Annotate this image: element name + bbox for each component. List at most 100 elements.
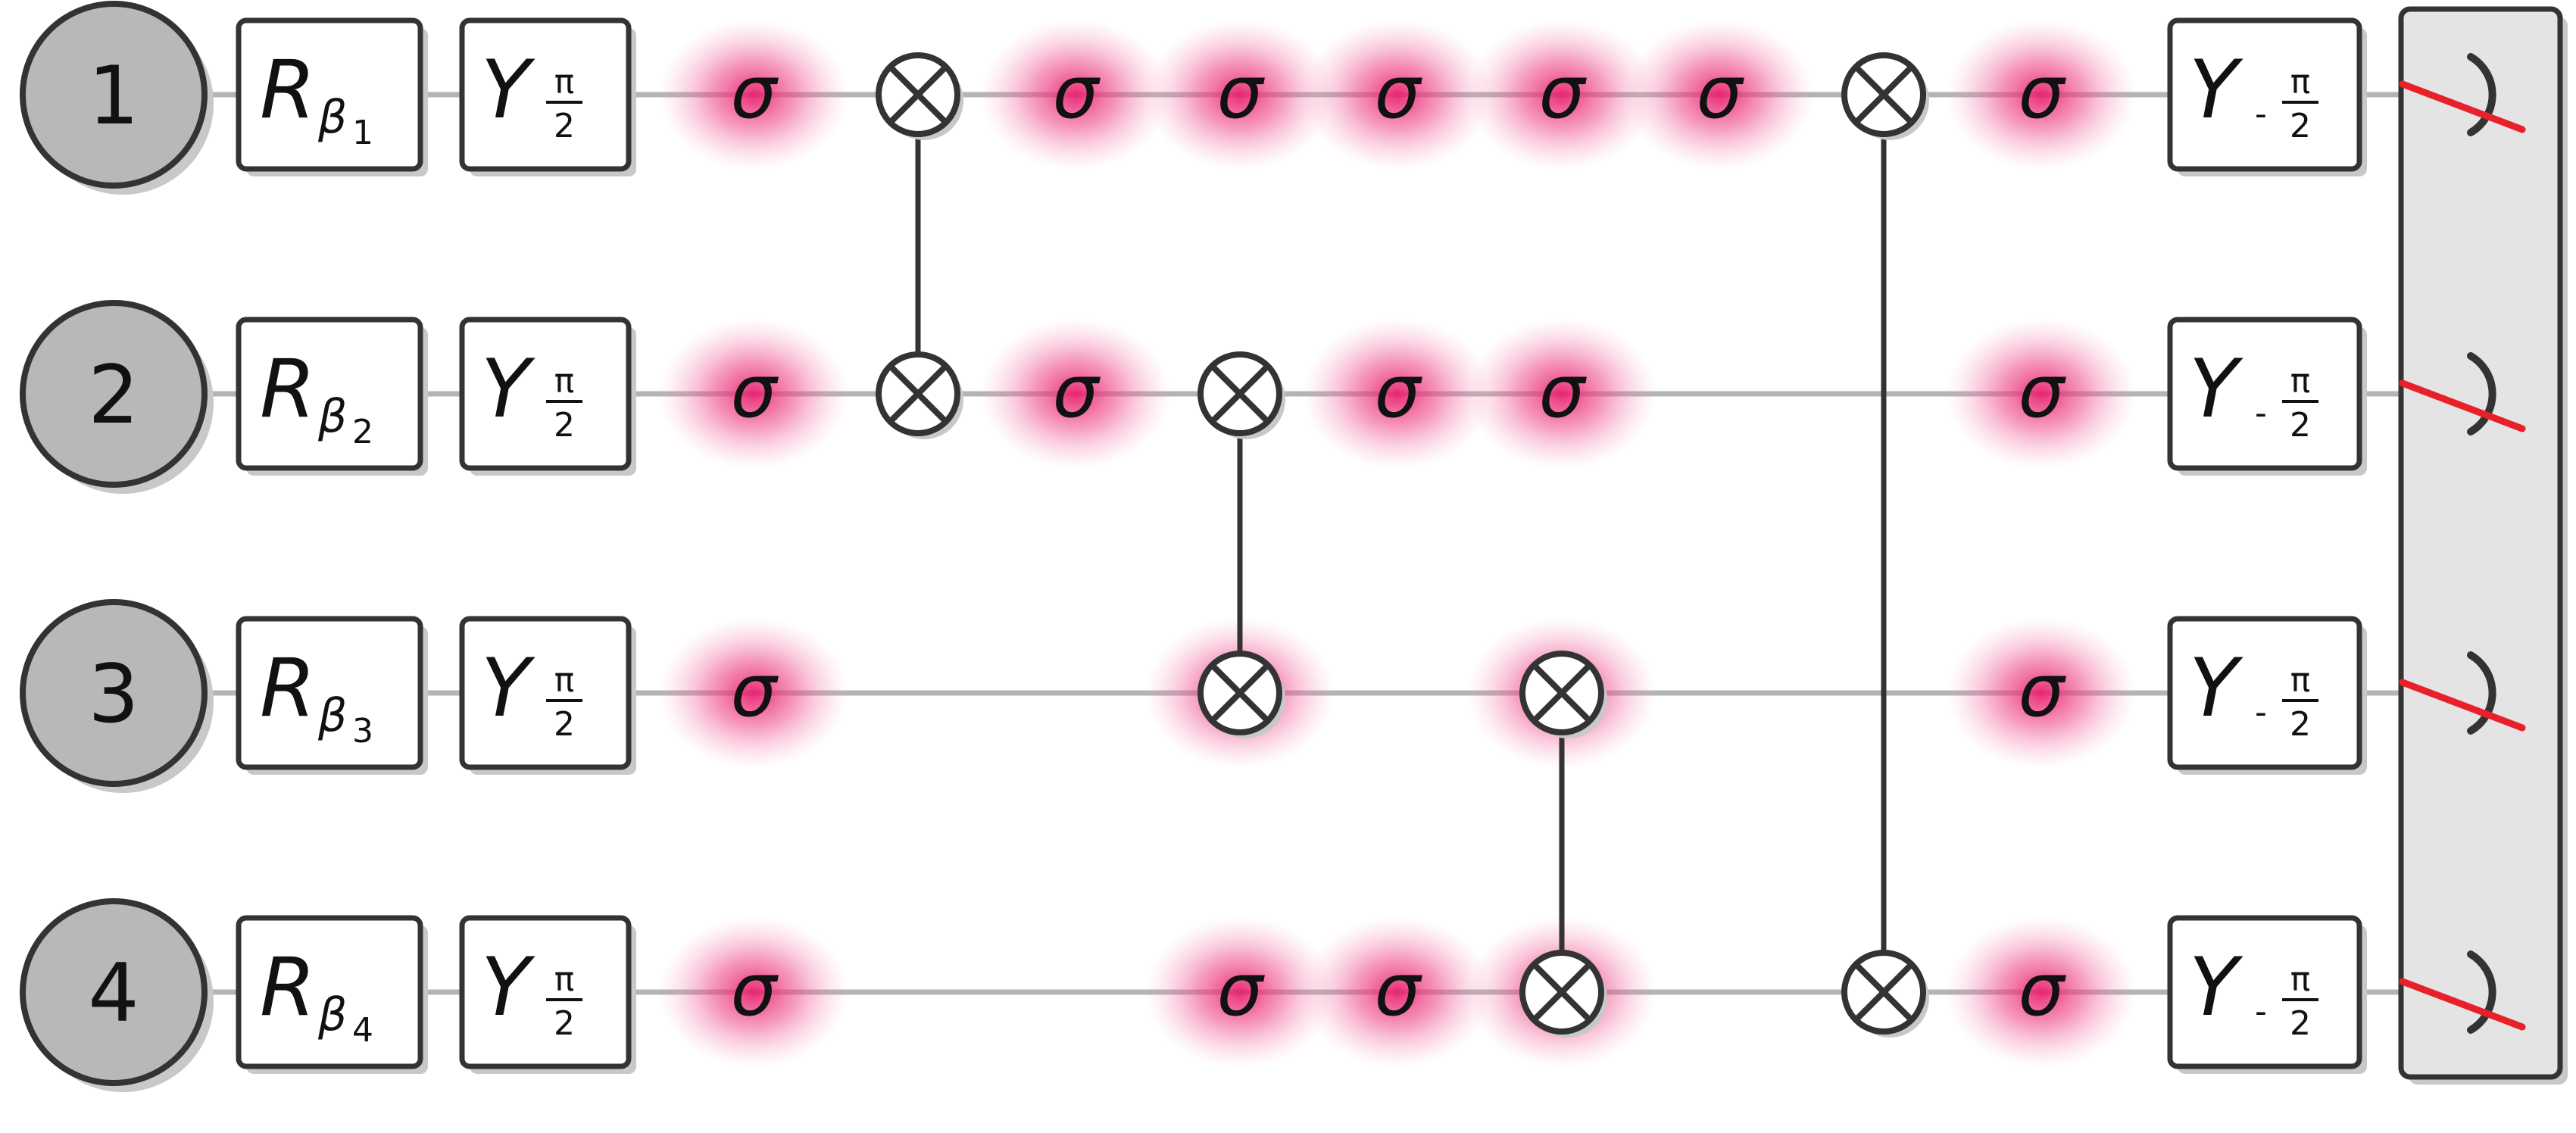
gate-box (2167, 17, 2362, 172)
detector-arc (2467, 352, 2496, 435)
fraction-denominator: 2 (554, 406, 575, 445)
qubit-circle (20, 300, 208, 488)
qubit-label: 1 (88, 49, 139, 142)
y-minus-half-pi-gate: Y-π2 (2167, 17, 2367, 176)
fraction-denominator: 2 (2290, 406, 2311, 445)
cz-target (1197, 351, 1285, 439)
gate-minus-sign: - (2255, 394, 2267, 432)
gate-symbol: Y (481, 641, 535, 735)
noise-sigma: σ (659, 617, 848, 769)
gate-box (236, 616, 423, 770)
noise-sigma: σ (1467, 318, 1656, 470)
noise-sigma: σ (1947, 916, 2136, 1068)
gate-box (236, 915, 423, 1069)
cz-cross (1532, 962, 1592, 1022)
qubit-circle (20, 1, 208, 189)
noise-sigma: σ (1467, 19, 1656, 170)
measurement-detector-icon (2399, 53, 2526, 136)
sigma-label: σ (2019, 50, 2067, 135)
fraction-numerator: π (554, 63, 575, 101)
noise-halo (1145, 19, 1335, 170)
sigma-label: σ (1375, 349, 1423, 434)
gate-symbol: Y (481, 43, 535, 136)
gate-subscript-index: 3 (352, 712, 373, 751)
detector-cross-line (2399, 978, 2526, 1031)
cz-cross (1210, 364, 1270, 424)
noise-halo (1947, 19, 2136, 170)
gate-subscript-index: 1 (352, 114, 373, 152)
noise-halo (1303, 916, 1492, 1068)
noise-sigma: σ (1303, 19, 1492, 170)
sigma-label: σ (1053, 50, 1101, 135)
sigma-label: σ (731, 947, 779, 1032)
cz-target (1519, 651, 1607, 738)
gate-subscript-index: 2 (352, 413, 373, 451)
fraction-numerator: π (2290, 362, 2311, 401)
gate-subscript: β (317, 91, 347, 144)
sigma-label: σ (2019, 648, 2067, 733)
noise-sigma: σ (1303, 916, 1492, 1068)
y-minus-half-pi-gate: Y-π2 (2167, 616, 2367, 775)
cz-target (1197, 651, 1285, 738)
gate-box (2167, 317, 2362, 471)
fraction-numerator: π (2290, 661, 2311, 700)
detector-cross-line (2399, 379, 2526, 432)
cz-target (1519, 950, 1607, 1038)
cz-target (1841, 950, 1929, 1038)
detector-arc (2467, 651, 2496, 735)
sigma-label: σ (731, 349, 779, 434)
fraction-numerator: π (554, 661, 575, 700)
cz-cross (1532, 663, 1592, 723)
sigma-label: σ (1697, 50, 1745, 135)
sigma-label: σ (1053, 349, 1101, 434)
cz-cross (1853, 962, 1914, 1022)
cz-cross (888, 64, 948, 125)
measurement-detector-icon (2399, 352, 2526, 435)
noise-sigma: σ (981, 318, 1170, 470)
noise-halo (1303, 19, 1492, 170)
noise-halo (981, 318, 1170, 470)
noise-sigma: σ (1947, 19, 2136, 170)
gate-box (236, 317, 423, 471)
fraction-denominator: 2 (554, 1004, 575, 1043)
fraction-denominator: 2 (2290, 705, 2311, 744)
qubit-2: 2 (20, 300, 214, 494)
fraction-denominator: 2 (554, 705, 575, 744)
sigma-label: σ (1375, 947, 1423, 1032)
noise-halo (1947, 916, 2136, 1068)
noise-halo (659, 19, 848, 170)
measurement-layer (2398, 6, 2568, 1085)
gate-symbol: Y (481, 941, 535, 1034)
qubit-3: 3 (20, 599, 214, 793)
fraction-numerator: π (2290, 960, 2311, 999)
noise-halo (659, 617, 848, 769)
noise-sigma: σ (1947, 617, 2136, 769)
fraction-denominator: 2 (554, 107, 575, 145)
gate-box (459, 616, 632, 770)
fraction-numerator: π (554, 362, 575, 401)
qubit-label: 4 (88, 947, 139, 1040)
noise-halo (1303, 318, 1492, 470)
noise-halo (1145, 916, 1335, 1068)
cz-cross (888, 364, 948, 424)
wires-layer (197, 92, 2409, 995)
cz-target (1841, 52, 1929, 140)
qubit-label: 3 (88, 648, 139, 741)
fraction-denominator: 2 (2290, 107, 2311, 145)
sigma-label: σ (2019, 349, 2067, 434)
gate-symbol: R (260, 342, 316, 435)
qubit-4: 4 (20, 898, 214, 1092)
noise-sigma: σ (659, 19, 848, 170)
fraction-numerator: π (2290, 63, 2311, 101)
noise-sigma: σ (659, 318, 848, 470)
qubit-label: 2 (88, 348, 139, 442)
gate-symbol: R (260, 43, 316, 136)
gate-box (2167, 616, 2362, 770)
sigma-label: σ (731, 648, 779, 733)
noise-sigma: σ (659, 916, 848, 1068)
